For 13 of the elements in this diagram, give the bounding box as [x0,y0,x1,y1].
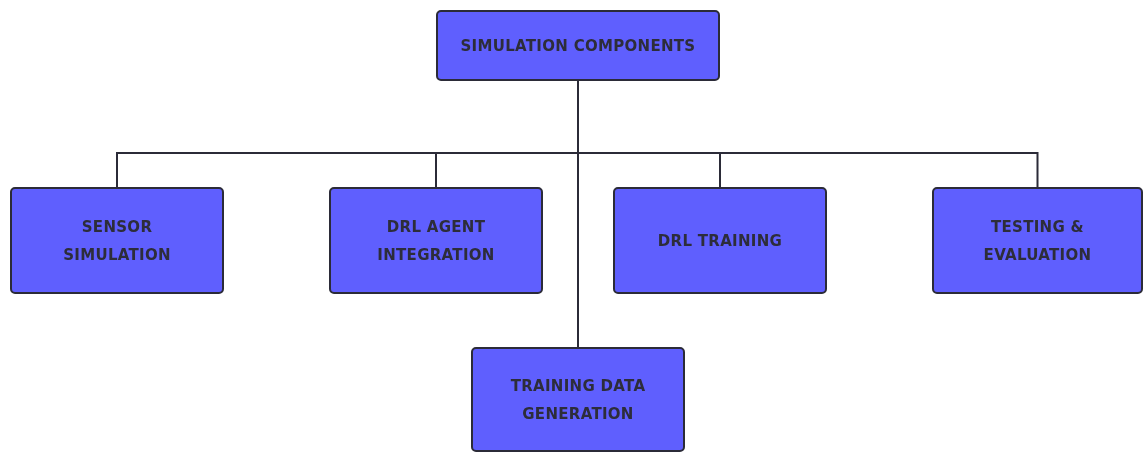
process-box [613,187,827,294]
box-label: SENSOR SIMULATION [62,216,172,266]
process-box [436,10,720,81]
connector-line [577,80,579,348]
box-label: DRL AGENT INTEGRATION [376,216,496,266]
process-box [471,347,685,452]
box-label: TESTING & EVALUATION [982,216,1093,266]
process-box [329,187,543,294]
box-label: TRAINING DATA GENERATION [509,375,647,425]
process-box [10,187,224,294]
box-label: DRL TRAINING [657,230,783,252]
process-box [932,187,1143,294]
box-label: SIMULATION COMPONENTS [460,35,696,57]
